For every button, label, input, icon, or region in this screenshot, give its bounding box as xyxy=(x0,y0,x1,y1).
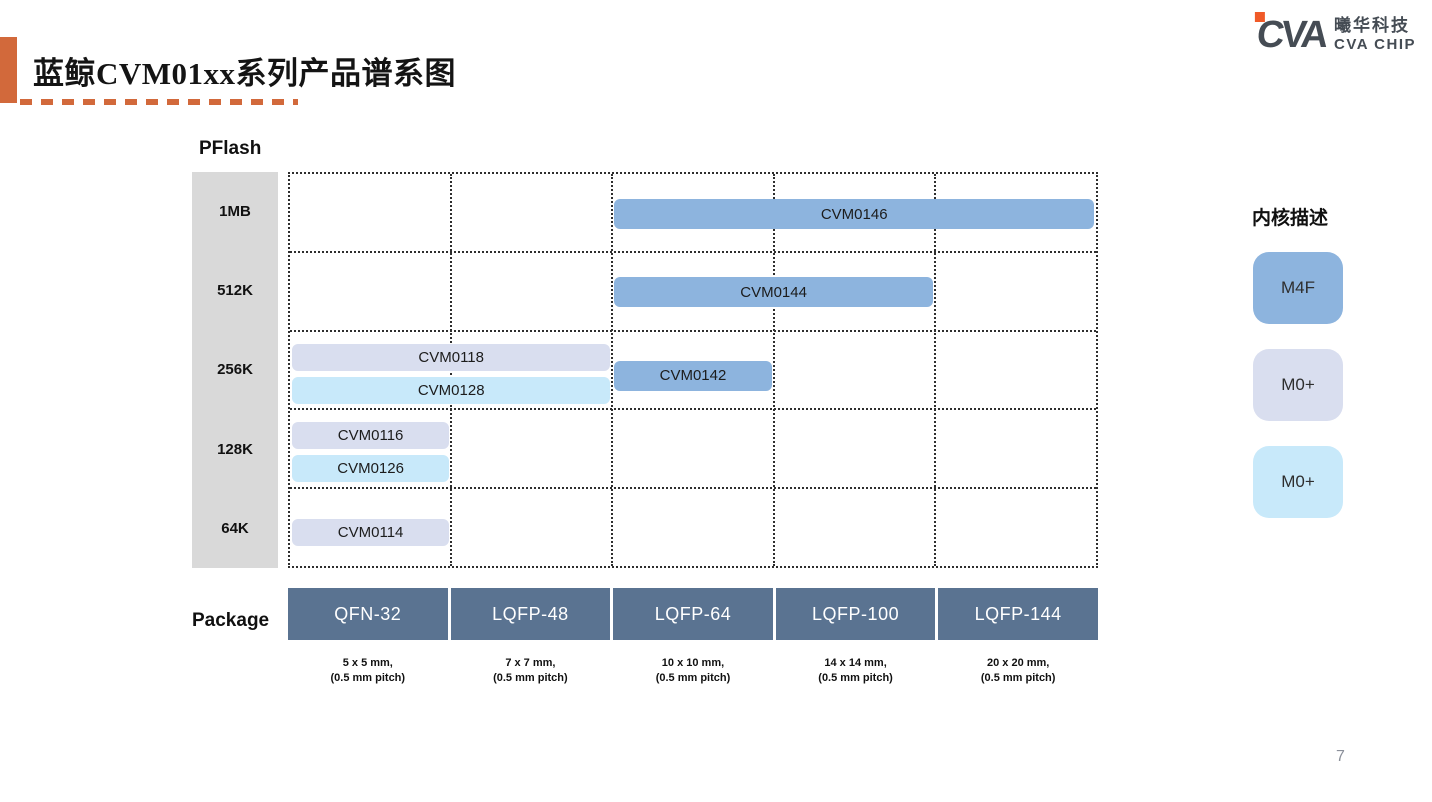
package-box-lqfp-144: LQFP-144 xyxy=(938,588,1098,640)
grid-vline xyxy=(611,174,614,566)
product-bar-cvm0114: CVM0114 xyxy=(292,518,450,546)
package-size-pitch: (0.5 mm pitch) xyxy=(493,672,568,685)
grid-hline xyxy=(290,486,1096,489)
y-axis-tick-label: 128K xyxy=(217,440,253,458)
y-axis-category-column: 1MB 512K 256K 128K 64K xyxy=(192,172,278,568)
grid-vline xyxy=(772,174,775,566)
package-box-lqfp-100: LQFP-100 xyxy=(775,588,936,640)
package-size-caption: 5 x 5 mm, (0.5 mm pitch) xyxy=(288,656,448,687)
company-name-cn: 曦华科技 xyxy=(1333,16,1410,35)
package-box-lqfp-64: LQFP-64 xyxy=(613,588,773,640)
y-axis-tick-label: 256K xyxy=(217,361,253,379)
grid-vline xyxy=(933,174,936,566)
product-bar-cvm0142: CVM0142 xyxy=(614,360,772,391)
title-accent-bar xyxy=(0,37,17,103)
grid-hline xyxy=(290,251,1096,254)
product-bar-cvm0128: CVM0128 xyxy=(292,376,611,404)
company-name-en: CVA CHIP xyxy=(1333,36,1416,54)
package-size-dimensions: 5 x 5 mm, xyxy=(342,657,393,669)
package-size-caption: 14 x 14 mm, (0.5 mm pitch) xyxy=(776,656,936,687)
product-bar-cvm0116: CVM0116 xyxy=(292,422,450,450)
grid-hline xyxy=(290,408,1096,411)
package-size-pitch: (0.5 mm pitch) xyxy=(655,672,731,685)
page-title: 蓝鲸CVM01xx系列产品谱系图 xyxy=(33,56,457,91)
package-size-pitch: (0.5 mm pitch) xyxy=(330,672,406,685)
logo-mark-text: CVA xyxy=(1254,14,1328,57)
y-axis-tick-label: 512K xyxy=(217,282,253,300)
legend: M4F M0+ M0+ xyxy=(1253,252,1343,518)
package-size-caption: 10 x 10 mm, (0.5 mm pitch) xyxy=(613,656,773,687)
y-axis-tick-label: 64K xyxy=(221,519,249,537)
package-size-dimensions: 10 x 10 mm, xyxy=(661,657,725,669)
legend-title: 内核描述 xyxy=(1252,208,1329,229)
legend-entry-0: M4F xyxy=(1253,252,1343,324)
package-size-captions: 5 x 5 mm, (0.5 mm pitch) 7 x 7 mm, (0.5 mm … xyxy=(288,656,1098,687)
product-bar-cvm0118: CVM0118 xyxy=(292,343,611,371)
product-bar-cvm0146: CVM0146 xyxy=(614,199,1094,229)
company-logo: CVA 曦华科技 CVA CHIP xyxy=(1249,12,1416,57)
legend-entry-2: M0+ xyxy=(1253,446,1343,518)
package-box-lqfp-48: LQFP-48 xyxy=(450,588,611,640)
title-underline-dashes xyxy=(20,99,298,105)
x-axis-title: Package xyxy=(192,610,270,631)
y-axis-title: PFlash xyxy=(199,138,262,159)
package-size-caption: 7 x 7 mm, (0.5 mm pitch) xyxy=(451,656,611,687)
package-size-pitch: (0.5 mm pitch) xyxy=(818,672,893,685)
package-size-caption: 20 x 20 mm, (0.5 mm pitch) xyxy=(938,656,1098,687)
y-axis-tick-label: 1MB xyxy=(219,203,251,221)
page-number: 7 xyxy=(1336,748,1345,765)
package-size-dimensions: 7 x 7 mm, xyxy=(505,657,556,669)
product-bar-cvm0144: CVM0144 xyxy=(614,277,933,308)
logo-orange-square-icon xyxy=(1254,12,1265,23)
legend-entry-1: M0+ xyxy=(1253,349,1343,421)
package-box-qfn-32: QFN-32 xyxy=(288,588,448,640)
package-size-dimensions: 20 x 20 mm, xyxy=(986,657,1050,669)
package-size-dimensions: 14 x 14 mm, xyxy=(824,657,887,669)
logo-text: 曦华科技 CVA CHIP xyxy=(1334,16,1416,54)
package-size-pitch: (0.5 mm pitch) xyxy=(980,672,1056,685)
product-bar-cvm0126: CVM0126 xyxy=(292,455,450,483)
grid-hline xyxy=(290,329,1096,332)
cva-logo-mark-icon: CVA xyxy=(1249,12,1328,57)
